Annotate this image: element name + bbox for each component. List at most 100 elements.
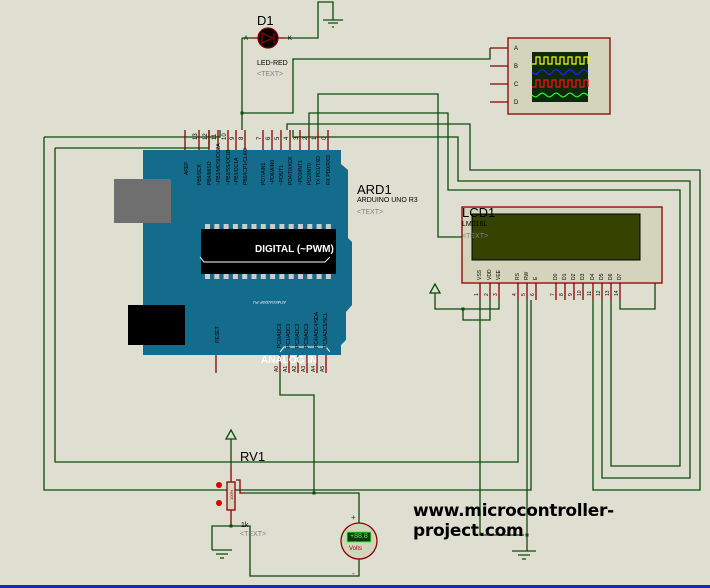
analog-bracket (279, 346, 331, 353)
led-body (257, 27, 279, 49)
chip-pin (288, 274, 294, 279)
voltmeter-unit: Volts (349, 546, 363, 552)
wire-rs-extra (43, 137, 532, 491)
digital-pin-number: 5 (275, 136, 281, 140)
pot-text: <TEXT> (240, 531, 267, 538)
analog-pin-name: PC3/ADC3 (304, 323, 310, 348)
analog-label: ANALOG IN (261, 355, 318, 366)
digital-pin-name: ~PD6/AIN0 (270, 160, 276, 185)
lcd-pin-name: D7 (617, 273, 623, 280)
chip-label: ATMEGA328P-PU (253, 300, 286, 305)
lcd-pin-number: 10 (577, 290, 583, 296)
analog-pin-number: A1 (283, 366, 289, 372)
analog-pin-number: A5 (320, 366, 326, 372)
chip-pin (251, 274, 257, 279)
trace-d (531, 92, 589, 98)
lcd-pin-number: 8 (559, 293, 565, 296)
lcd-ref: LCD1 (462, 205, 496, 220)
pot-indicator-dot (216, 482, 222, 488)
lcd-pin-name: D0 (553, 273, 559, 280)
digital-label: DIGITAL (~PWM) (255, 244, 334, 255)
analog-pin-number: A0 (274, 366, 280, 372)
chip-pin (279, 274, 285, 279)
digital-pin-name: PB5/SCK (197, 163, 203, 185)
wire-d11 (44, 130, 221, 138)
lcd-pin-name: D5 (599, 273, 605, 280)
digital-pin-name: PD4/T0/XCK (288, 156, 294, 185)
chip-pin (214, 274, 220, 279)
junction-dot (229, 524, 233, 528)
lcd-pin-number: 3 (493, 293, 499, 296)
wire-d3-d6 (308, 112, 681, 467)
chip-pin (242, 274, 248, 279)
voltmeter-display: +88.8 (350, 533, 368, 540)
lcd-pin-number: 11 (587, 291, 593, 296)
lcd-screen (471, 213, 641, 261)
chip-pin (325, 274, 331, 279)
led-pin-k: K (288, 36, 293, 42)
chip-pin (260, 224, 266, 229)
wire-d4-d5 (292, 130, 691, 479)
junction-dot (312, 491, 316, 495)
digital-pin-number: 8 (239, 136, 245, 140)
power-terminal-icon-lcd (428, 282, 442, 294)
scope-channel-label: A (514, 46, 518, 52)
lcd-pin-name: D4 (590, 273, 596, 280)
digital-pin-number: 7 (257, 136, 263, 140)
lcd-pin-name: D6 (608, 273, 614, 280)
pot-body-label: 100% (229, 489, 234, 500)
analog-pin-number: A4 (311, 366, 317, 372)
usb-connector (114, 179, 171, 223)
digital-pin-name: ~PD3/INT1 (298, 160, 304, 185)
digital-pin-name: ~PB1/OC1A (234, 157, 240, 185)
digital-pin-number: 12 (203, 133, 209, 140)
lcd-pin-number: 4 (512, 293, 518, 296)
analog-pin-number: A3 (301, 366, 307, 372)
wire-pot-wiper-volt (245, 492, 360, 523)
voltmeter-display-box (346, 531, 372, 543)
junction-dot (461, 307, 465, 311)
chip-pin (251, 224, 257, 229)
chip-pin (205, 274, 210, 279)
wire-vee (462, 300, 491, 321)
reset-label: RESET (215, 326, 221, 343)
lcd-value: LM016L (462, 221, 488, 228)
lcd-pin-number: 7 (550, 293, 556, 296)
lcd-pin-number: 2 (484, 293, 490, 296)
wire-led-k-gnd (285, 1, 334, 39)
power-terminal-icon-pot (224, 428, 238, 440)
chip-pin (316, 274, 322, 279)
website-watermark: www.microcontroller-project.com (413, 501, 614, 541)
wires (43, 1, 701, 577)
digital-pin-number: 10 (222, 133, 228, 140)
junction-dot (525, 533, 529, 537)
analog-pin-name: PC4/ADC4/SDA (314, 311, 320, 348)
lcd-pin-name: RW (524, 271, 530, 280)
lcd-pin-number: 1 (474, 293, 480, 296)
mcu-chip (201, 229, 336, 274)
lcd-pin-name: VEE (496, 269, 502, 280)
scope-channel-label: D (514, 100, 519, 106)
digital-pin-name: ~PB2/SS/OC1B (226, 149, 232, 185)
digital-pin-name: ~PB3/MOSI/OC2A (216, 143, 222, 185)
wire-scope-a (242, 48, 491, 114)
digital-pin-number: 9 (230, 136, 236, 140)
chip-pin (214, 224, 220, 229)
junction-dot (240, 111, 244, 115)
led-diode-symbol (261, 31, 275, 45)
arduino-ref: ARD1 (357, 182, 392, 197)
chip-pin (279, 224, 285, 229)
parts: 13PB5/SCK12PB4/MISO11~PB3/MOSI/OC2A10~PB… (114, 19, 663, 560)
wire-vdd (434, 293, 500, 310)
chip-pin (205, 224, 210, 229)
analog-pin-name: PC2/ADC2 (295, 323, 301, 348)
lcd-pin-name: D2 (571, 273, 577, 280)
lcd-pin-number: 13 (605, 290, 611, 296)
trace-b (531, 68, 589, 76)
pot-indicator-dot (216, 500, 222, 506)
pot-value: 1k (241, 522, 249, 529)
digital-pin-name: PD2/INT0 (307, 163, 313, 185)
window-bottom-border (0, 585, 710, 588)
chip-pin (270, 224, 276, 229)
